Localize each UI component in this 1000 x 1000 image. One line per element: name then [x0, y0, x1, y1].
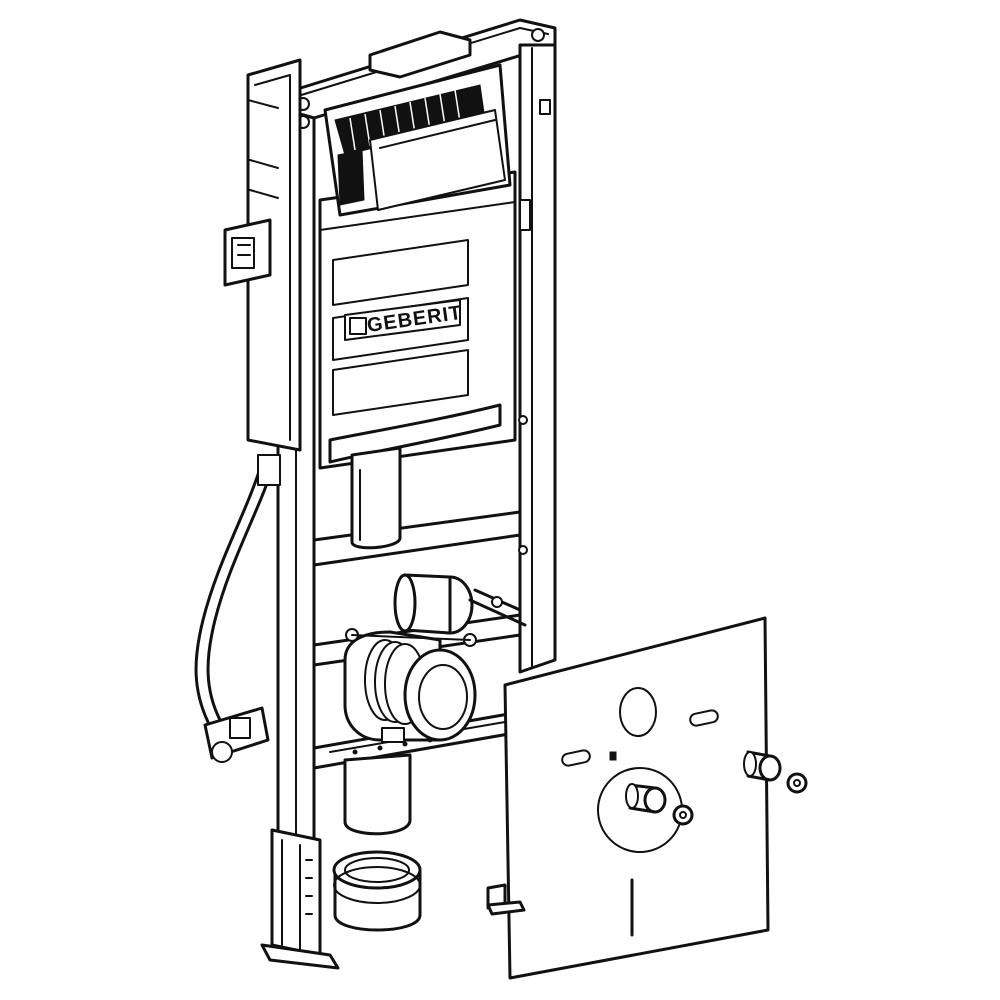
- side-control-box: [223, 58, 302, 452]
- flexible-hose: [194, 454, 281, 763]
- fixing-bolt-center: [625, 783, 667, 814]
- frame-left-foot: [260, 828, 340, 970]
- frame-right-foot: [486, 883, 526, 916]
- washer-center: [672, 804, 694, 826]
- flush-pipe: [350, 446, 402, 550]
- drain-down-pipe: [343, 753, 412, 836]
- connection-sleeve: [332, 850, 422, 932]
- fixing-bolt-right: [743, 750, 782, 782]
- cistern: GEBERIT: [318, 170, 517, 470]
- drain-elbow: [343, 628, 477, 743]
- frame-right-rail: [518, 43, 557, 674]
- washer-right: [786, 772, 808, 794]
- flush-mechanism: [323, 63, 512, 217]
- frame-top-rail: [276, 18, 557, 120]
- inlet-connector: [393, 573, 527, 635]
